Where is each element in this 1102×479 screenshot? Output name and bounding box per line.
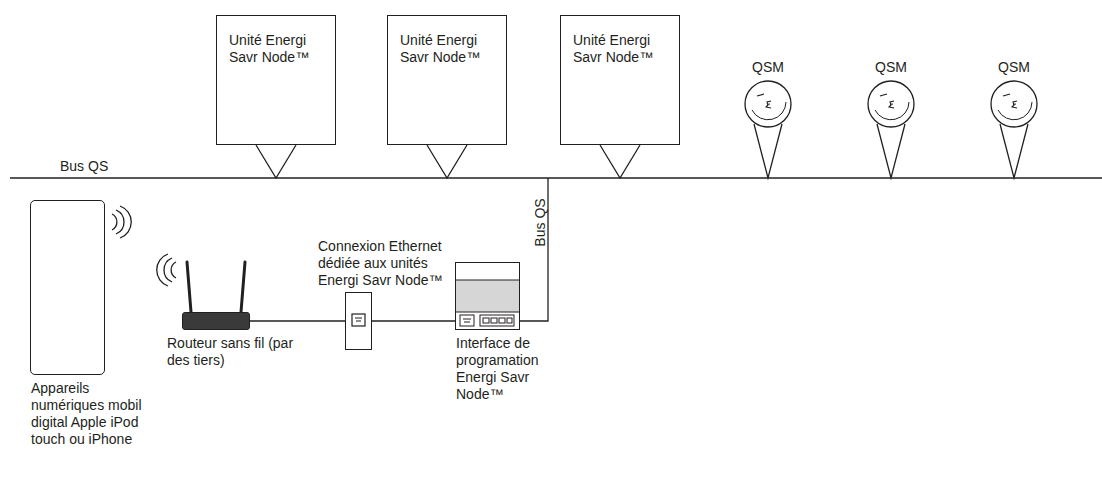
ethernet-port (460, 315, 474, 326)
programming-interface: Interface de programation Energi Savr No… (455, 262, 520, 330)
device-caption: QSM (964, 59, 1064, 76)
interface-band (456, 280, 520, 312)
bus-tap (1000, 124, 1028, 178)
device-caption: QSM (718, 59, 818, 76)
qsm-outline (867, 80, 915, 128)
terminal-screw (507, 318, 512, 323)
device-caption: QSM (841, 59, 941, 76)
bus-tap (256, 145, 296, 178)
qsm-outline (990, 80, 1038, 128)
qsm-sensor: QSM (990, 80, 1038, 128)
wireless-wave (171, 262, 176, 278)
router-antenna (187, 262, 191, 312)
qsm-outline (744, 80, 792, 128)
bus-label: Bus QS (58, 158, 110, 175)
qsm-sensor: QSM (744, 80, 792, 128)
jack-pins (355, 318, 362, 321)
device-caption: Appareils numériques mobil digital Apple… (31, 380, 166, 448)
terminal-screw (499, 318, 505, 323)
router-antenna (241, 262, 245, 312)
jack-port (352, 314, 365, 326)
qs-terminal (480, 315, 514, 326)
wireless-wave (164, 258, 172, 282)
device-caption: Interface de programation Energi Savr No… (456, 335, 561, 403)
mobile-device: Appareils numériques mobil digital Apple… (30, 200, 105, 375)
box-label: Unité Energi Savr Node™ (217, 16, 335, 66)
terminal-screw (483, 318, 489, 323)
wireless-wave (116, 210, 124, 234)
ethernet-jack: Connexion Ethernet dédiée aux unités Ene… (345, 292, 372, 350)
qs-bus-line (10, 177, 1102, 178)
device-caption: Routeur sans fil (par des tiers) (167, 335, 307, 369)
device-caption: Connexion Ethernet dédiée aux unités Ene… (318, 238, 468, 289)
interface-seam (455, 280, 520, 281)
qsm-sensor: QSM (867, 80, 915, 128)
wireless-wave (157, 254, 168, 286)
box-label: Unité Energi Savr Node™ (388, 16, 506, 66)
box-label: Unité Energi Savr Node™ (561, 16, 679, 66)
unit-box: Unité Energi Savr Node™ (216, 15, 336, 145)
wireless-wave (120, 206, 131, 238)
bus-tap (754, 124, 782, 178)
terminal-screw (491, 318, 497, 323)
wireless-wave (112, 214, 117, 230)
bus-tap (600, 145, 640, 178)
bus-tap (427, 145, 467, 178)
bus-drop (520, 178, 548, 321)
unit-box: Unité Energi Savr Node™ (387, 15, 507, 145)
ethernet-pins (463, 319, 471, 322)
interface-seam (455, 312, 520, 313)
bus-label: Bus QS (532, 196, 549, 248)
ethernet-cable (372, 320, 455, 321)
bus-tap (877, 124, 905, 178)
wireless-router: Routeur sans fil (par des tiers) (182, 312, 250, 330)
ethernet-cable (250, 320, 345, 321)
unit-box: Unité Energi Savr Node™ (560, 15, 680, 145)
